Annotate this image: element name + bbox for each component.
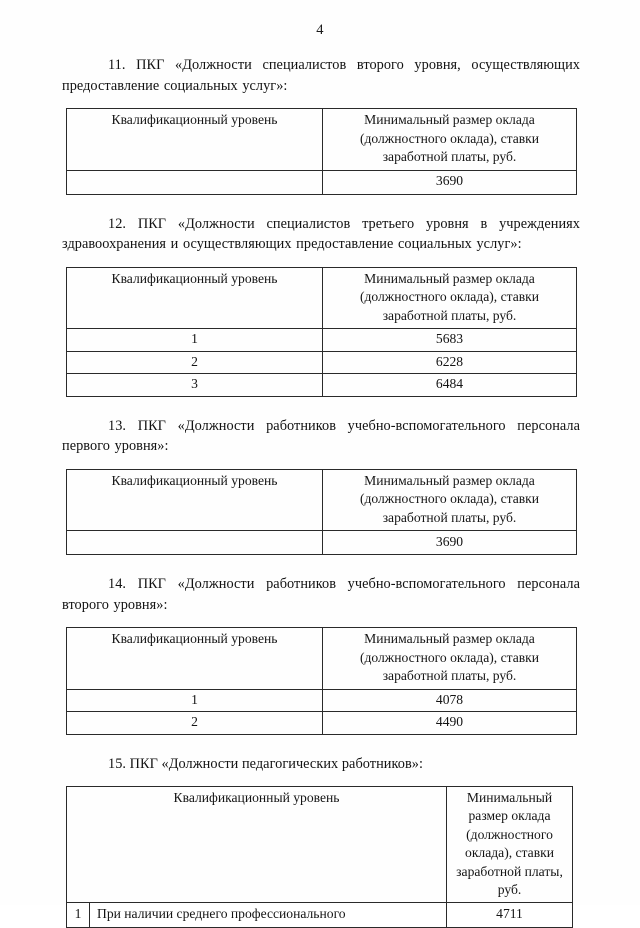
table-row: 3690	[66, 530, 577, 555]
header-amount-line4: оклада), ставки	[465, 845, 554, 861]
cell-level	[66, 169, 323, 195]
section-14: 14. ПКГ «Должности работников учебно-всп…	[62, 574, 580, 735]
header-amount: Минимальный размер оклада (должностного …	[446, 785, 574, 904]
table-row: 1 4078	[66, 688, 577, 712]
cell-amount: 6228	[322, 350, 577, 374]
cell-amount: 3690	[322, 530, 577, 555]
header-amount-line3: заработной платы, руб.	[382, 509, 517, 525]
header-amount-line2: (должностного оклада), ставки	[359, 289, 540, 304]
table-row: 1 При наличии среднего профессионального…	[66, 902, 574, 928]
header-amount-line1: Минимальный размер оклада	[364, 112, 535, 127]
section-12-paragraph: 12. ПКГ «Должности специалистов третьего…	[62, 215, 580, 253]
cell-level: При наличии среднего профессионального	[88, 902, 448, 928]
cell-amount: 4711	[446, 902, 574, 928]
table-header-row: Квалификационный уровень Минимальный раз…	[66, 627, 577, 690]
section-13-table: Квалификационный уровень Минимальный раз…	[66, 468, 577, 555]
table-row: 3690	[66, 169, 577, 195]
section-11-paragraph: 11. ПКГ «Должности специалистов второго …	[62, 57, 580, 94]
header-qualification: Квалификационный уровень	[65, 785, 448, 904]
cell-level: 3	[66, 373, 323, 397]
header-amount-line1: Минимальный размер оклада	[364, 631, 535, 646]
section-14-paragraph: 14. ПКГ «Должности работников учебно-всп…	[62, 576, 580, 613]
cell-level: 2	[66, 711, 323, 735]
header-amount-line1: Минимальный размер оклада	[364, 472, 535, 488]
header-amount-line2: размер оклада	[468, 808, 551, 824]
section-11: 11. ПКГ «Должности специалистов второго …	[62, 55, 580, 195]
document-page: 4 11. ПКГ «Должности специалистов второг…	[62, 22, 580, 928]
header-amount-line3: заработной платы, руб.	[382, 307, 517, 323]
header-amount-line1: Минимальный	[466, 790, 553, 805]
table-header-row: Квалификационный уровень Минимальный раз…	[65, 785, 574, 904]
section-15: 15. ПКГ «Должности педагогических работн…	[62, 754, 580, 928]
cell-amount: 3690	[322, 169, 577, 195]
cell-level	[66, 530, 323, 555]
cell-level: 1	[66, 688, 323, 712]
header-amount: Минимальный размер оклада (должностного …	[322, 468, 577, 531]
section-14-table: Квалификационный уровень Минимальный раз…	[66, 627, 577, 735]
header-qualification: Квалификационный уровень	[66, 627, 323, 690]
header-amount-line2: (должностного оклада), ставки	[359, 649, 540, 665]
cell-index: 1	[66, 902, 90, 928]
header-qualification: Квалификационный уровень	[66, 108, 323, 171]
page-number: 4	[316, 22, 324, 38]
table-row: 3 6484	[66, 373, 577, 397]
section-11-table: Квалификационный уровень Минимальный раз…	[66, 108, 577, 195]
table-header-row: Квалификационный уровень Минимальный раз…	[66, 468, 577, 531]
header-amount-line3: заработной платы, руб.	[382, 149, 517, 164]
cell-amount: 6484	[322, 373, 577, 397]
header-amount-line3: (должностного	[466, 826, 553, 842]
cell-level: 2	[66, 350, 323, 374]
header-amount: Минимальный размер оклада (должностного …	[322, 266, 577, 329]
document-body: 11. ПКГ «Должности специалистов второго …	[62, 55, 580, 928]
cell-level: 1	[66, 328, 323, 352]
section-15-paragraph: 15. ПКГ «Должности педагогических работн…	[108, 755, 423, 772]
cell-amount: 4490	[322, 711, 577, 735]
table-row: 2 6228	[66, 350, 577, 374]
section-12-table: Квалификационный уровень Минимальный раз…	[66, 266, 577, 397]
section-12: 12. ПКГ «Должности специалистов третьего…	[62, 214, 580, 397]
section-15-table: Квалификационный уровень Минимальный раз…	[65, 785, 574, 928]
header-amount: Минимальный размер оклада (должностного …	[322, 108, 577, 171]
header-qualification: Квалификационный уровень	[66, 266, 323, 329]
header-amount-line6: руб.	[497, 882, 522, 898]
table-row: 1 5683	[66, 328, 577, 352]
section-13: 13. ПКГ «Должности работников учебно-всп…	[62, 416, 580, 555]
header-amount-line3: заработной платы, руб.	[382, 668, 517, 683]
header-amount: Минимальный размер оклада (должностного …	[322, 627, 577, 690]
header-amount-line2: (должностного оклада), ставки	[359, 491, 540, 506]
header-amount-line2: (должностного оклада), ставки	[359, 130, 540, 146]
table-row: 2 4490	[66, 711, 577, 735]
section-13-paragraph: 13. ПКГ «Должности работников учебно-всп…	[62, 417, 580, 455]
table-header-row: Квалификационный уровень Минимальный раз…	[66, 266, 577, 329]
header-amount-line1: Минимальный размер оклада	[364, 270, 535, 286]
header-qualification: Квалификационный уровень	[66, 468, 323, 531]
table-header-row: Квалификационный уровень Минимальный раз…	[66, 108, 577, 171]
cell-amount: 4078	[322, 688, 577, 712]
cell-amount: 5683	[322, 328, 577, 352]
header-amount-line5: заработной платы,	[456, 863, 563, 879]
